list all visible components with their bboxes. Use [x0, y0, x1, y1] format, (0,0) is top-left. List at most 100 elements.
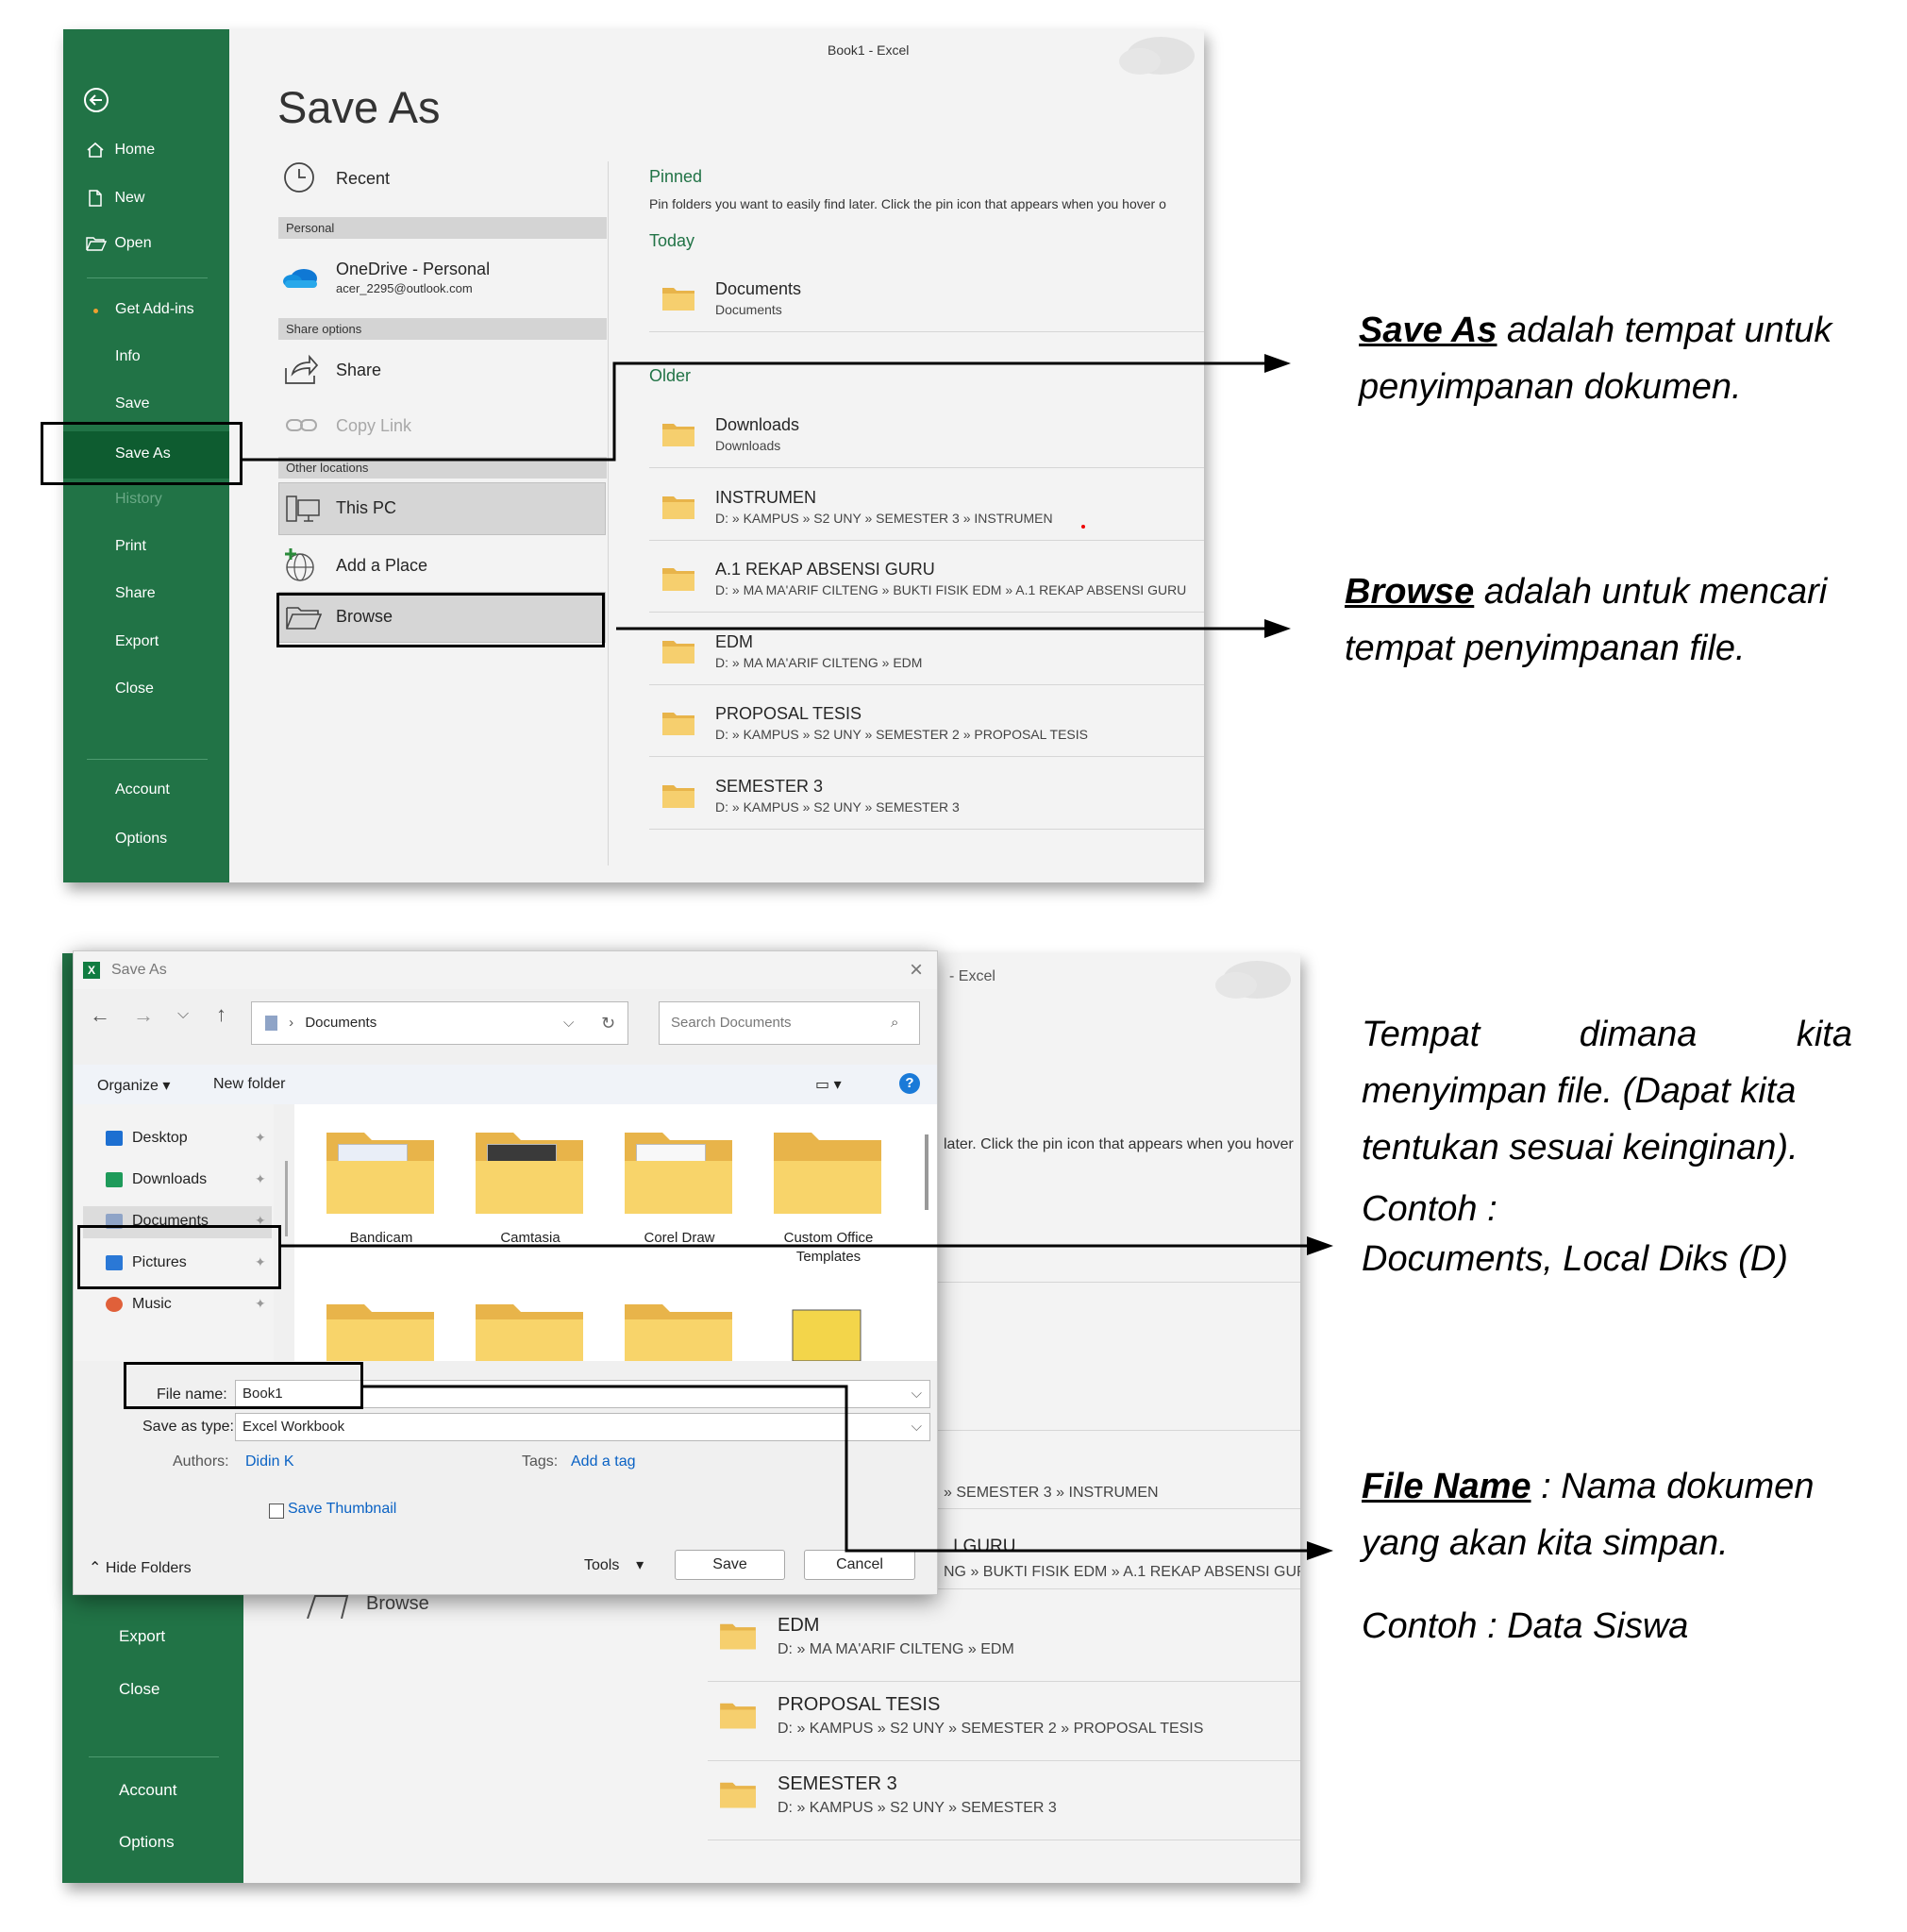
view-options-icon[interactable]: ▭ ▾: [815, 1077, 842, 1093]
nav-item-label: Documents: [132, 1213, 209, 1229]
sidebar-item-info[interactable]: Info: [115, 348, 141, 365]
sidebar-item-close[interactable]: Close: [119, 1680, 159, 1699]
annotation-term: Browse: [1345, 572, 1475, 612]
sidebar-item-new[interactable]: New: [86, 189, 144, 208]
sidebar-item-print[interactable]: Print: [115, 538, 146, 555]
back-arrow-icon[interactable]: [82, 86, 110, 114]
sidebar-item-label: New: [114, 190, 145, 207]
sidebar-item-open[interactable]: Open: [86, 235, 152, 252]
folder-name: SEMESTER 3: [778, 1773, 897, 1794]
sidebar-item-options[interactable]: Options: [115, 831, 167, 848]
folder-front-icon: [774, 1161, 881, 1214]
annotation-arrows-bottom: [281, 1236, 1333, 1560]
back-arrow-icon[interactable]: ←: [90, 1003, 110, 1027]
save-as-type-select[interactable]: Excel Workbook⌵: [235, 1413, 930, 1441]
breadcrumb-current: Documents: [305, 1015, 377, 1031]
address-bar[interactable]: › Documents ⌵ ↻: [251, 1001, 628, 1045]
pin-icon[interactable]: ✦: [255, 1213, 266, 1228]
highlight-file-name-box: [124, 1362, 363, 1409]
folder-item[interactable]: [623, 1301, 736, 1361]
sidebar-item-get-addins[interactable]: Get Add-ins: [115, 301, 194, 318]
folder-name: Downloads: [715, 415, 800, 434]
chevron-down-icon[interactable]: ⌵: [911, 1419, 922, 1435]
close-icon[interactable]: ×: [910, 957, 924, 983]
nav-item-desktop[interactable]: Desktop✦: [83, 1123, 272, 1155]
sidebar-item-save[interactable]: Save: [115, 395, 149, 412]
help-icon[interactable]: ?: [899, 1073, 920, 1094]
sidebar-item-export[interactable]: Export: [119, 1627, 165, 1646]
save-thumbnail-checkbox[interactable]: [269, 1504, 284, 1519]
nav-item-pictures[interactable]: Pictures✦: [83, 1248, 272, 1280]
file-name-input[interactable]: Book1⌵: [235, 1380, 930, 1408]
breadcrumb-separator: ›: [289, 1015, 294, 1031]
chevron-down-icon[interactable]: ⌵: [911, 1386, 922, 1402]
browse-folder-icon: [307, 1595, 349, 1619]
authors-value[interactable]: Didin K: [245, 1453, 294, 1470]
refresh-icon[interactable]: ↻: [601, 1014, 616, 1033]
annotation-line: menyimpan file. (Dapat kita: [1362, 1071, 1797, 1111]
sidebar-item-options[interactable]: Options: [119, 1833, 175, 1852]
file-scrollbar[interactable]: [925, 1134, 928, 1210]
location-label: Copy Link: [336, 416, 412, 435]
folder-item[interactable]: Custom Office Templates: [762, 1123, 895, 1265]
folder-item[interactable]: Corel Draw: [613, 1123, 745, 1255]
sidebar-item-account[interactable]: Account: [115, 781, 170, 798]
folder-front-icon: [326, 1161, 434, 1214]
sidebar-item-close[interactable]: Close: [115, 680, 154, 697]
hide-folders-button[interactable]: ⌃ Hide Folders: [89, 1560, 192, 1576]
annotation-line: yang akan kita simpan.: [1362, 1523, 1729, 1563]
computer-icon: [286, 496, 320, 522]
folder-icon: [719, 1700, 756, 1729]
sidebar-item-label: Account: [119, 1781, 177, 1799]
forward-arrow-icon[interactable]: →: [133, 1003, 154, 1027]
sidebar-item-share[interactable]: Share: [115, 585, 156, 602]
folder-icon: [661, 285, 695, 311]
folder-path: » SEMESTER 3 » INSTRUMEN: [944, 1485, 1159, 1501]
sidebar-item-home[interactable]: Home: [86, 142, 155, 159]
sidebar-item-account[interactable]: Account: [119, 1781, 176, 1800]
folder-item[interactable]: [474, 1301, 587, 1361]
nav-item-documents[interactable]: Documents ✦: [83, 1206, 272, 1238]
annotation-line: Contoh :: [1362, 1189, 1497, 1229]
up-arrow-icon[interactable]: ↑: [216, 1002, 226, 1026]
folder-icon: [326, 1304, 434, 1361]
annotation-line: tentukan sesuai keinginan).: [1362, 1128, 1798, 1168]
folder-item[interactable]: [772, 1301, 885, 1361]
folder-item[interactable]: [325, 1301, 438, 1361]
save-button[interactable]: Save: [675, 1550, 785, 1580]
chevron-down-icon[interactable]: ⌵: [563, 1015, 575, 1031]
pin-icon[interactable]: ✦: [255, 1296, 266, 1311]
chevron-down-icon[interactable]: ⌵: [177, 1006, 190, 1022]
nav-item-downloads[interactable]: Downloads✦: [83, 1165, 272, 1197]
folder-item[interactable]: Camtasia: [464, 1123, 596, 1255]
organize-button[interactable]: Organize ▾: [97, 1078, 171, 1094]
tags-value[interactable]: Add a tag: [571, 1453, 636, 1470]
nav-item-music[interactable]: Music✦: [83, 1289, 272, 1321]
search-input[interactable]: Search Documents ⌕: [659, 1001, 920, 1045]
location-label: Add a Place: [336, 556, 428, 575]
new-folder-button[interactable]: New folder: [213, 1076, 285, 1093]
pin-icon[interactable]: ✦: [255, 1171, 266, 1186]
folder-item[interactable]: Bandicam: [315, 1123, 447, 1255]
pin-icon[interactable]: ✦: [255, 1254, 266, 1269]
sidebar-item-save-as[interactable]: Save As: [63, 431, 229, 479]
tools-button[interactable]: Tools ▾: [584, 1557, 644, 1573]
location-this-pc[interactable]: This PC: [278, 482, 606, 535]
pin-icon[interactable]: ✦: [255, 1130, 266, 1145]
organize-label: Organize: [97, 1078, 159, 1094]
pane-divider: [608, 161, 609, 865]
sidebar-item-export[interactable]: Export: [115, 633, 159, 650]
annotation-text: adalah tempat untuk: [1497, 311, 1832, 350]
nav-scrollbar[interactable]: [285, 1161, 288, 1236]
folder-icon: [661, 782, 695, 809]
